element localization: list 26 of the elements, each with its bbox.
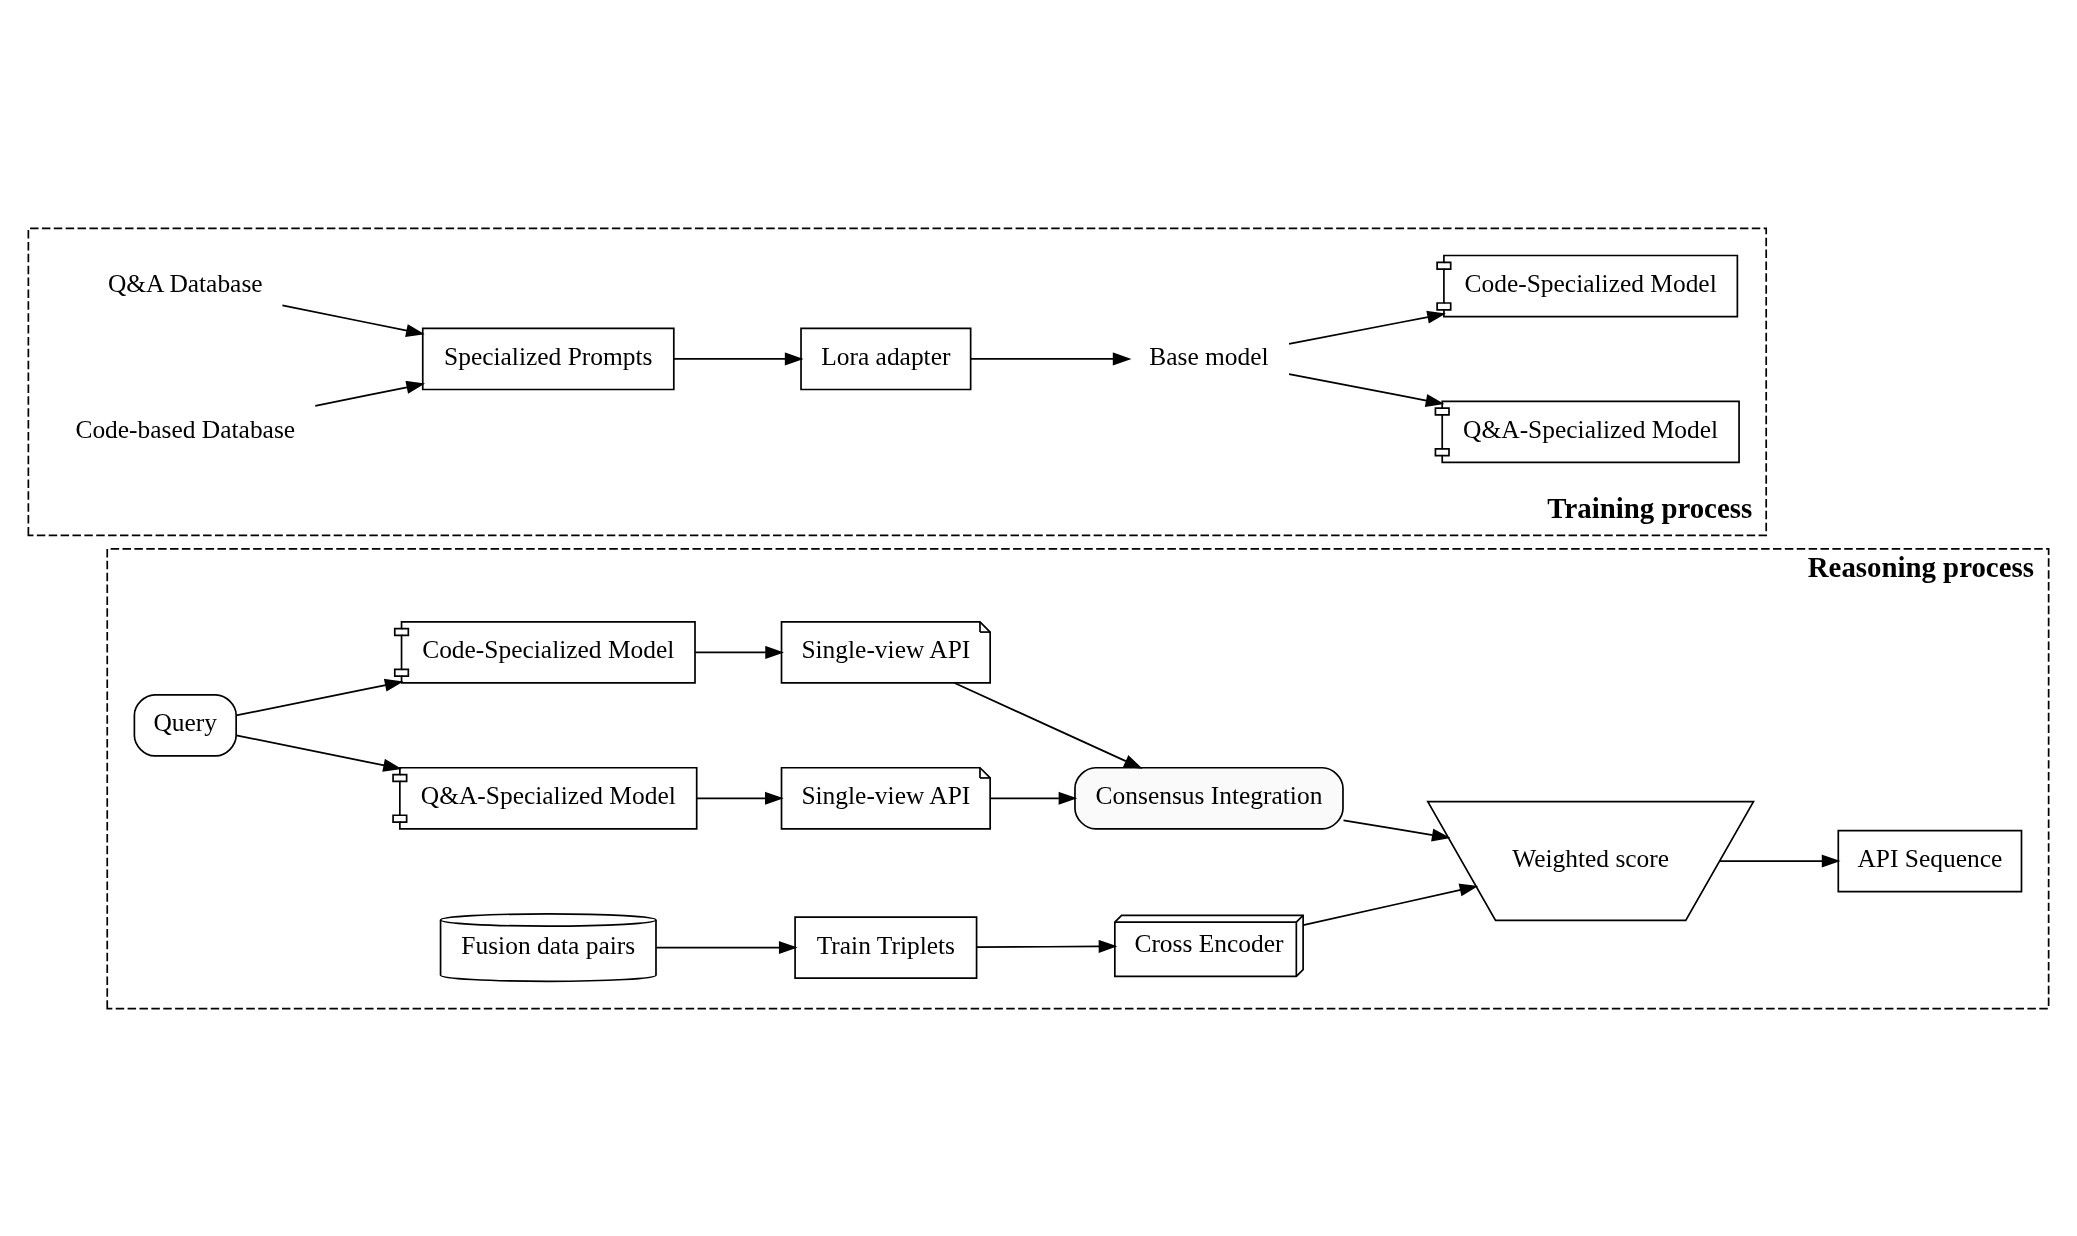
node-box: Query [133, 693, 237, 757]
node-text: Base model [1149, 341, 1269, 371]
arrow [1342, 819, 1451, 842]
arrow [696, 791, 784, 805]
arrow [1718, 854, 1841, 868]
node-box: Train Triplets [794, 915, 978, 979]
node-box: Lora adapter [800, 327, 972, 390]
arrow [655, 940, 798, 954]
arrow [1288, 372, 1445, 407]
arrow [314, 380, 426, 407]
arrow [694, 645, 784, 659]
arrow [235, 734, 402, 772]
arrow [1302, 883, 1479, 926]
arrow [989, 791, 1078, 805]
arrow [975, 939, 1118, 953]
arrow [953, 681, 1143, 769]
arrow [281, 304, 425, 337]
arrow [969, 351, 1132, 365]
arrow [673, 351, 804, 365]
node-box: Specialized Prompts [421, 327, 675, 390]
node-box: API Sequence [1837, 829, 2023, 892]
node-box: Consensus Integration [1074, 766, 1344, 830]
node-text: Q&A Database [107, 268, 263, 298]
node-text: Code-based Database [75, 414, 296, 444]
arrow [235, 678, 404, 716]
arrow [1288, 310, 1446, 345]
